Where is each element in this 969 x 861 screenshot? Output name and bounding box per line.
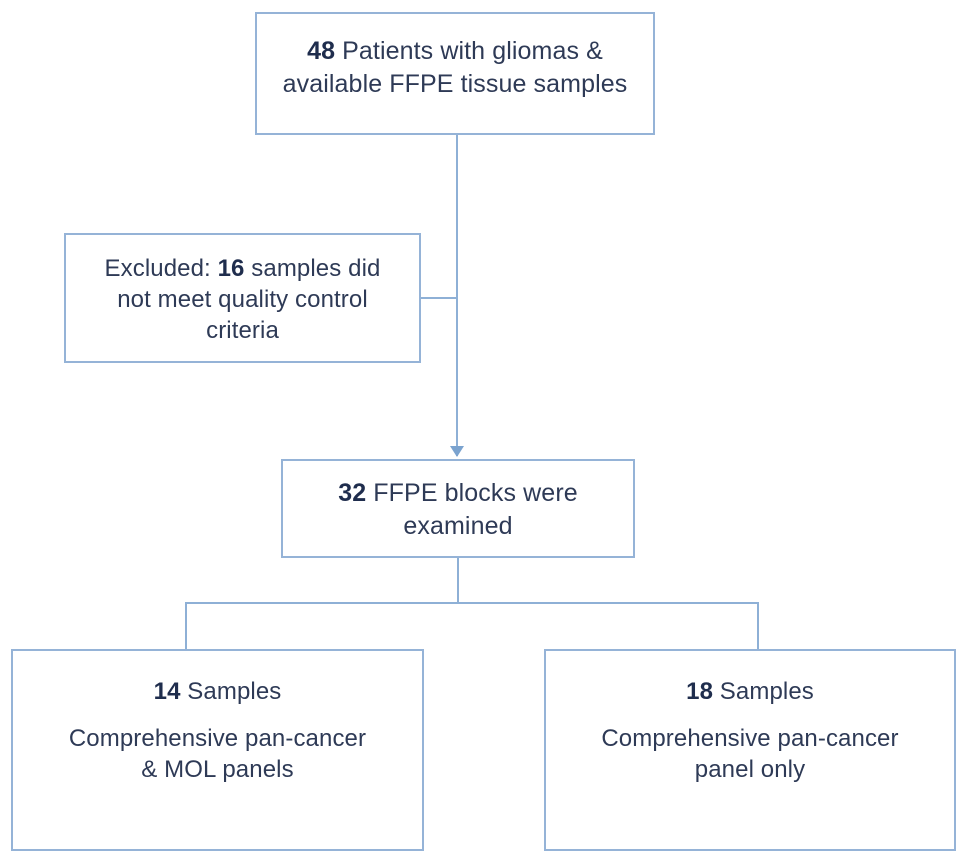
node-panel-only-line-1: 18 Samples (686, 676, 814, 707)
node-panel-only-line-2: Comprehensive pan-cancer (601, 725, 899, 753)
node-panel-only-line-3: panel only (694, 756, 806, 784)
node-excluded-line-3: criteria (206, 317, 279, 345)
node-panel-both-line-3: & MOL panels (141, 756, 294, 784)
node-enrolled-patients: 48 Patients with gliomas & available FFP… (255, 12, 655, 135)
node-panel-both-line-1-text: Samples (180, 678, 282, 705)
node-panel-both: 14 Samples Comprehensive pan-cancer & MO… (11, 649, 424, 851)
node-panel-only: 18 Samples Comprehensive pan-cancer pane… (544, 649, 956, 851)
connector-examined-to-panel-both (185, 602, 187, 650)
node-excluded-samples: Excluded: 16 samples did not meet qualit… (64, 233, 421, 363)
node-enrolled-line-2: available FFPE tissue samples (282, 69, 628, 98)
node-examined-blocks: 32 FFPE blocks were examined (281, 459, 635, 558)
node-panel-both-line-2: Comprehensive pan-cancer (68, 725, 367, 753)
arrowhead-down-icon (450, 446, 464, 457)
connector-enrolled-to-excluded (420, 297, 457, 299)
node-excluded-prefix: Excluded: (104, 255, 218, 282)
node-excluded-line-2: not meet quality control (117, 286, 368, 314)
connector-examined-stem (457, 558, 459, 604)
node-panel-both-line-1: 14 Samples (154, 676, 282, 707)
node-enrolled-line-1-text: Patients with gliomas & (335, 37, 603, 65)
node-panel-both-count: 14 (153, 678, 181, 705)
node-enrolled-count: 48 (307, 37, 336, 65)
node-excluded-count: 16 (217, 255, 245, 282)
node-examined-count: 32 (338, 479, 367, 507)
connector-enrolled-to-examined (456, 135, 458, 456)
node-examined-line-1: 32 FFPE blocks were (338, 477, 578, 510)
connector-split-bar (185, 602, 759, 604)
node-examined-line-2: examined (403, 511, 513, 540)
node-examined-line-1-text: FFPE blocks were (366, 479, 578, 507)
node-excluded-line-1-text: samples did (244, 255, 381, 282)
node-excluded-line-1: Excluded: 16 samples did (105, 253, 381, 284)
node-panel-only-line-1-text: Samples (713, 678, 814, 705)
node-enrolled-line-1: 48 Patients with gliomas & (307, 35, 603, 68)
node-panel-only-count: 18 (686, 678, 714, 705)
connector-examined-to-panel-only (757, 602, 759, 650)
